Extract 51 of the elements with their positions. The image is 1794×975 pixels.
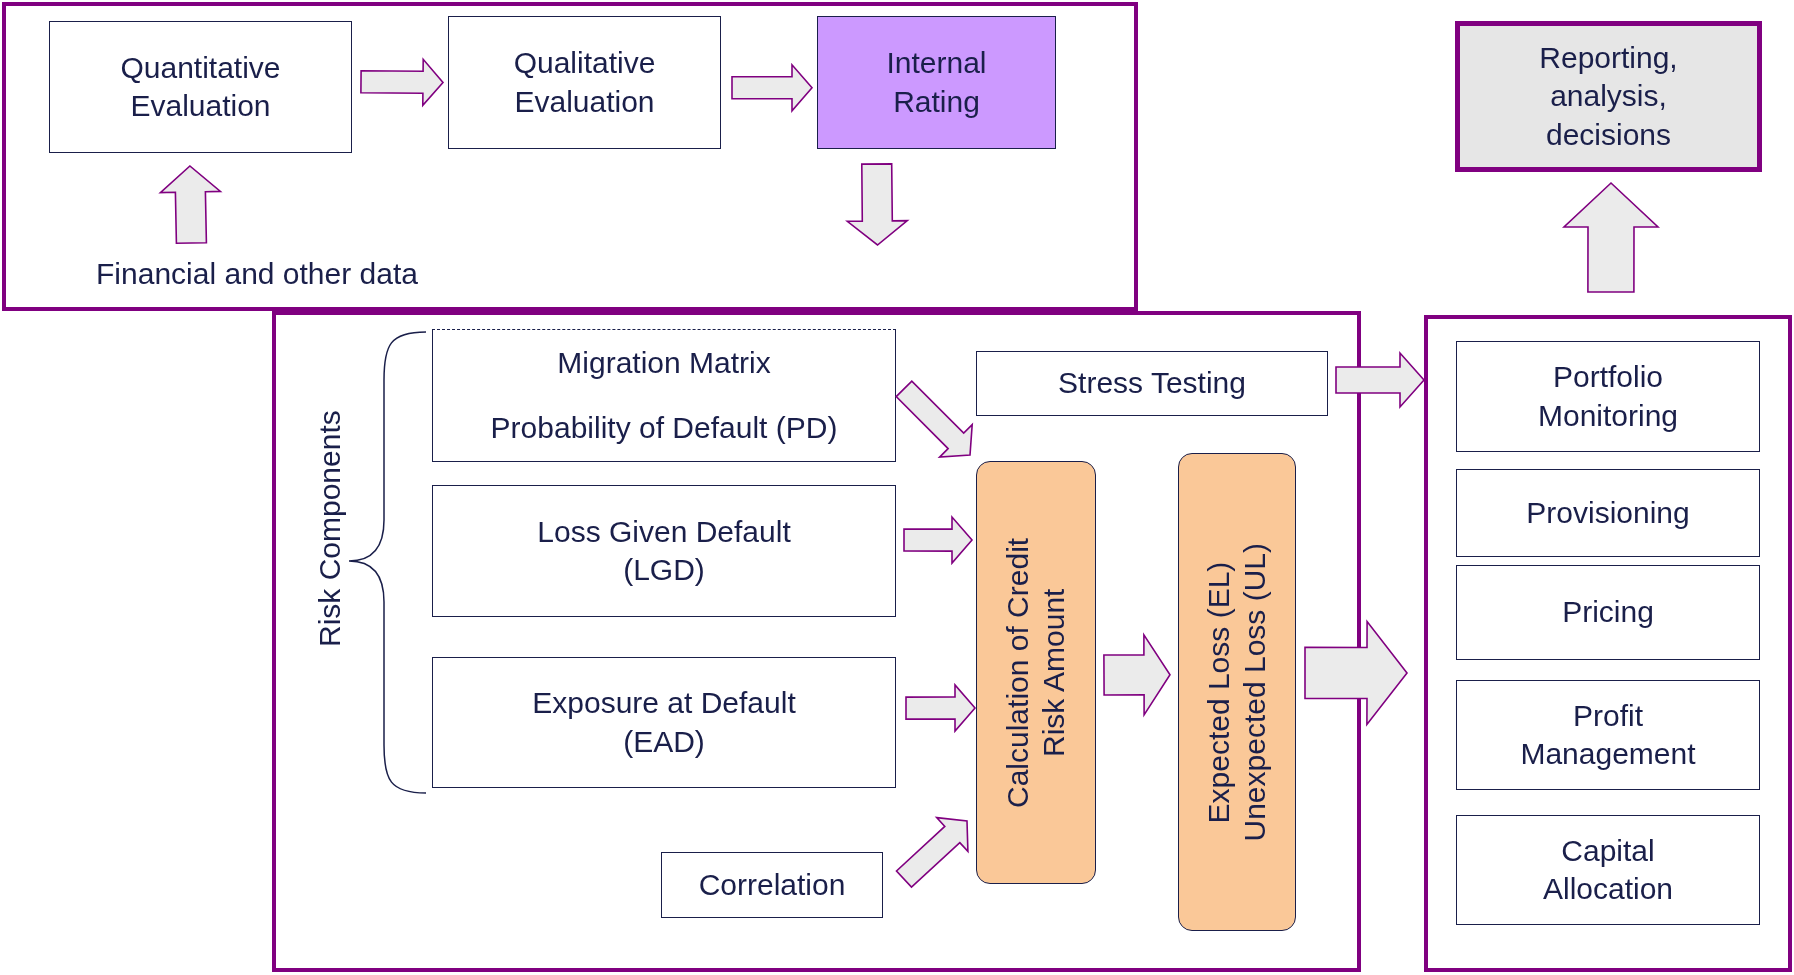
block-arrow — [1103, 632, 1171, 718]
process-box — [432, 485, 896, 617]
box-label: Reporting, analysis, decisions — [1538, 39, 1679, 153]
output-box — [1455, 21, 1762, 172]
group-label: Risk Components — [312, 409, 347, 650]
block-arrow — [360, 57, 445, 108]
process-box — [49, 21, 352, 153]
process-box — [661, 852, 883, 918]
box-label: Migration Matrix — [557, 344, 771, 381]
process-box — [1456, 469, 1760, 557]
process-box — [1178, 453, 1296, 931]
block-arrow — [1561, 181, 1661, 293]
process-box — [1456, 680, 1760, 790]
box-label: Qualitative Evaluation — [512, 45, 657, 120]
process-box — [432, 329, 896, 462]
block-arrow — [903, 514, 974, 566]
panel — [1424, 315, 1792, 972]
process-box — [976, 461, 1096, 884]
process-box — [1456, 341, 1760, 452]
block-arrow — [845, 163, 910, 247]
block-arrow — [731, 62, 814, 113]
block-arrow — [905, 682, 977, 734]
process-box — [432, 657, 896, 788]
block-arrow — [895, 379, 974, 459]
process-box — [817, 16, 1056, 149]
process-box — [1456, 565, 1760, 660]
block-arrow — [895, 816, 969, 889]
process-box — [1456, 815, 1760, 925]
box-label: Profit Management — [1519, 697, 1697, 772]
box-label: Capital Allocation — [1541, 832, 1675, 907]
box-label: Loss Given Default (LGD) — [536, 513, 792, 588]
box-label: Stress Testing — [1058, 365, 1246, 402]
box-label: Correlation — [698, 866, 846, 903]
box-label: Provisioning — [1526, 494, 1690, 531]
block-arrow — [1335, 350, 1426, 410]
box-label: Calculation of Credit Risk Amount — [1000, 536, 1071, 810]
box-label: Exposure at Default (EAD) — [531, 685, 797, 760]
box-label: Expected Loss (EL) — [1201, 560, 1236, 825]
block-arrow — [158, 164, 223, 245]
process-box — [448, 16, 721, 149]
panel — [272, 311, 1361, 972]
panel — [2, 2, 1138, 311]
box-label: Probability of Default (PD) — [490, 410, 838, 447]
box-label: Internal Rating — [885, 45, 988, 120]
box-label: Quantitative Evaluation — [119, 49, 282, 124]
box-label: Portfolio Monitoring — [1536, 359, 1680, 434]
process-box — [976, 351, 1328, 416]
box-label: Unexpected Loss (UL) — [1237, 542, 1272, 842]
data-source-label: Financial and other data — [96, 255, 418, 292]
block-arrow — [1304, 619, 1408, 727]
box-label: Pricing — [1562, 594, 1654, 631]
